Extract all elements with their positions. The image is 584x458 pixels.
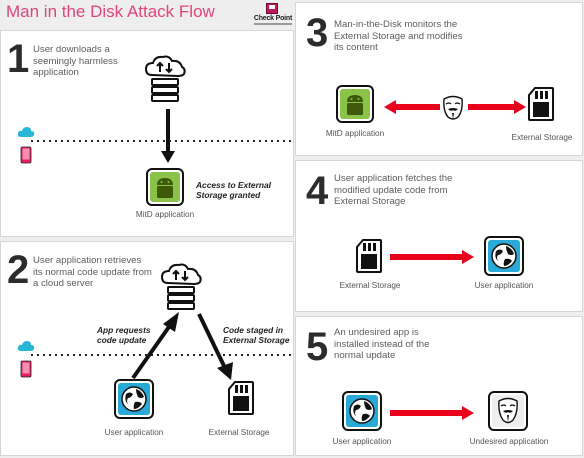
step-1-note: Access to External Storage granted xyxy=(196,180,271,200)
down-arrow xyxy=(161,109,175,163)
check-point-logo: Check Point xyxy=(252,3,294,29)
phone-icon xyxy=(20,360,32,378)
sd-card-icon xyxy=(228,381,254,415)
step-2-user-app-label: User application xyxy=(104,428,164,437)
cloud-server-icon xyxy=(160,263,202,310)
globe-app-icon xyxy=(114,379,154,419)
globe-app-icon xyxy=(342,391,382,431)
red-arrow-left xyxy=(384,100,440,114)
step-3-storage-label: External Storage xyxy=(511,133,573,142)
step-3-app-label: MitD application xyxy=(325,129,385,138)
step-2-text: User application retrieves its normal co… xyxy=(33,255,152,289)
step-2-panel: 2 User application retrieves its normal … xyxy=(0,241,295,456)
step-2-note-right: Code staged in External Storage xyxy=(223,325,290,345)
staging-arrow xyxy=(197,313,233,380)
step-5-text: An undesired app is installed instead of… xyxy=(334,327,430,361)
small-cloud-icon xyxy=(17,341,35,351)
step-2-note-left: App requests code update xyxy=(97,325,151,345)
red-arrow-right xyxy=(468,100,526,114)
cloud-server-icon xyxy=(144,55,186,102)
step-5-panel: 5 An undesired app is installed instead … xyxy=(295,316,583,456)
step-4-number: 4 xyxy=(306,169,329,213)
guy-fawkes-mask-icon xyxy=(443,95,463,120)
step-3-number: 3 xyxy=(306,11,329,55)
logo-underline xyxy=(254,23,292,25)
step-2-storage-label: External Storage xyxy=(208,428,270,437)
red-arrow-right xyxy=(390,406,474,420)
phone-icon xyxy=(20,146,32,164)
check-point-logo-icon xyxy=(266,3,278,14)
red-arrow-right xyxy=(390,250,474,264)
small-cloud-icon xyxy=(17,127,35,137)
request-arrow xyxy=(131,312,179,380)
step-2-number: 2 xyxy=(7,248,30,292)
step-1-app-label: MitD application xyxy=(135,210,195,219)
step-5-user-app-label: User application xyxy=(332,437,392,446)
globe-app-icon xyxy=(484,236,524,276)
sd-card-icon xyxy=(356,239,382,273)
step-5-undesired-label: Undesired application xyxy=(469,437,549,446)
device-boundary-line xyxy=(31,140,295,142)
android-app-icon xyxy=(146,168,184,206)
step-4-text: User application fetches the modified up… xyxy=(334,173,453,207)
step-1-text: User downloads a seemingly harmless appl… xyxy=(33,44,118,78)
device-boundary-line xyxy=(31,354,295,356)
step-1-number: 1 xyxy=(7,37,30,81)
step-3-text: Man-in-the-Disk monitors the External St… xyxy=(334,19,463,53)
step-4-storage-label: External Storage xyxy=(339,281,401,290)
check-point-brand-text: Check Point xyxy=(253,15,293,22)
step-5-number: 5 xyxy=(306,325,329,369)
step-3-panel: 3 Man-in-the-Disk monitors the External … xyxy=(295,2,583,156)
step-4-user-app-label: User application xyxy=(474,281,534,290)
page-title: Man in the Disk Attack Flow xyxy=(6,2,215,21)
step-1-panel: 1 User downloads a seemingly harmless ap… xyxy=(0,30,295,237)
android-app-icon xyxy=(336,85,374,123)
undesired-app-icon xyxy=(488,391,528,431)
sd-card-icon xyxy=(528,87,554,121)
step-4-panel: 4 User application fetches the modified … xyxy=(295,160,583,312)
